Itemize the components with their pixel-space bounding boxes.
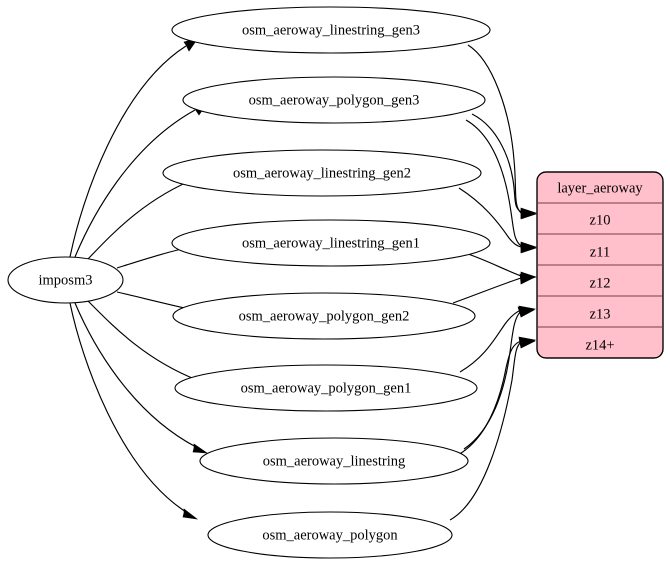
edge-polygon-gen1-to-z13 (459, 309, 522, 373)
arrowhead-z13-b (517, 306, 535, 318)
table-row-z11[interactable]: z11 (538, 244, 662, 266)
table-row-z10[interactable]: z10 (538, 212, 662, 235)
node-osm-aeroway-polygon-gen2[interactable]: osm_aeroway_polygon_gen2 (172, 292, 476, 340)
table-row-z14[interactable]: z14+ (585, 337, 614, 353)
edge-polygon-to-z14 (449, 341, 522, 521)
edge-linestring-gen1-to-z12 (467, 253, 522, 277)
node-osm-aeroway-linestring-gen2-shape[interactable] (162, 149, 482, 197)
table-layer-aeroway-outline (536, 171, 664, 359)
table-row-z13[interactable]: z13 (538, 306, 662, 328)
table-layer-aeroway[interactable]: layer_aeroway z10 z11 z12 z13 z14+ (536, 171, 664, 359)
edge-linestring-gen2-to-z11 (458, 187, 522, 248)
table-row-z10-label: z10 (590, 212, 611, 228)
node-osm-aeroway-polygon-shape[interactable] (207, 511, 453, 559)
table-layer-aeroway-header-label: layer_aeroway (557, 180, 643, 196)
edge-linestring-to-z14 (457, 340, 522, 456)
edge-imposm3-to-linestring (74, 302, 197, 448)
table-row-z12-label: z12 (590, 275, 611, 291)
node-osm-aeroway-polygon-gen3-label: osm_aeroway_polygon_gen3 (249, 92, 420, 108)
edge-linestring-gen3-to-z10 (467, 44, 522, 214)
table-row-z12[interactable]: z12 (538, 275, 662, 297)
table-row-z14-label: z14+ (585, 337, 614, 353)
node-imposm3[interactable]: imposm3 (7, 256, 124, 304)
node-osm-aeroway-polygon-gen3-shape[interactable] (182, 76, 486, 124)
node-osm-aeroway-polygon-label: osm_aeroway_polygon (262, 527, 398, 543)
node-osm-aeroway-linestring-gen3[interactable]: osm_aeroway_linestring_gen3 (171, 6, 491, 54)
arrowhead-z10-b (520, 207, 537, 219)
arrowhead-polygon (182, 508, 199, 520)
table-row-z11-label: z11 (590, 244, 610, 260)
node-osm-aeroway-linestring-gen3-label: osm_aeroway_linestring_gen3 (242, 22, 420, 38)
arrowhead-z11-b (520, 242, 537, 254)
node-osm-aeroway-linestring-label: osm_aeroway_linestring (263, 453, 406, 469)
edge-group-tables-to-layer (449, 44, 537, 521)
arrowhead-linestring (192, 443, 209, 454)
node-osm-aeroway-polygon-gen2-label: osm_aeroway_polygon_gen2 (239, 308, 410, 324)
edge-polygon-gen2-to-z12 (452, 277, 522, 304)
edge-imposm3-to-polygon-gen1 (87, 300, 198, 381)
node-osm-aeroway-polygon-gen2-shape[interactable] (172, 292, 476, 340)
edge-imposm3-to-linestring-gen3 (69, 45, 187, 258)
node-osm-aeroway-polygon-gen1[interactable]: osm_aeroway_polygon_gen1 (174, 364, 478, 412)
edge-polygon-gen3-to-z10 (471, 113, 522, 213)
arrowhead-z12-b (519, 273, 536, 285)
edge-imposm3-to-linestring-gen2 (87, 176, 200, 260)
arrowhead-z14-b (518, 337, 536, 349)
node-osm-aeroway-linestring-gen3-shape[interactable] (171, 6, 491, 54)
node-osm-aeroway-linestring-gen2[interactable]: osm_aeroway_linestring_gen2 (162, 149, 482, 197)
node-osm-aeroway-linestring-gen1[interactable]: osm_aeroway_linestring_gen1 (171, 219, 491, 267)
edge-polygon-gen3-to-z11 (465, 119, 522, 247)
table-layer-aeroway-header-cell: layer_aeroway (538, 180, 662, 204)
node-osm-aeroway-linestring-shape[interactable] (199, 437, 469, 485)
node-osm-aeroway-linestring-gen1-shape[interactable] (171, 219, 491, 267)
node-osm-aeroway-linestring-gen2-label: osm_aeroway_linestring_gen2 (233, 165, 411, 181)
node-osm-aeroway-polygon-gen1-shape[interactable] (174, 364, 478, 412)
node-osm-aeroway-polygon-gen1-label: osm_aeroway_polygon_gen1 (241, 380, 412, 396)
node-osm-aeroway-linestring-gen1-label: osm_aeroway_linestring_gen1 (242, 235, 420, 251)
edge-imposm3-to-polygon (69, 302, 187, 513)
edge-imposm3-to-polygon-gen3 (74, 109, 196, 258)
node-imposm3-label: imposm3 (39, 272, 93, 288)
node-osm-aeroway-polygon[interactable]: osm_aeroway_polygon (207, 511, 453, 559)
node-osm-aeroway-polygon-gen3[interactable]: osm_aeroway_polygon_gen3 (182, 76, 486, 124)
table-row-z13-label: z13 (590, 306, 611, 322)
node-osm-aeroway-linestring[interactable]: osm_aeroway_linestring (199, 437, 469, 485)
node-imposm3-shape[interactable] (7, 256, 124, 304)
